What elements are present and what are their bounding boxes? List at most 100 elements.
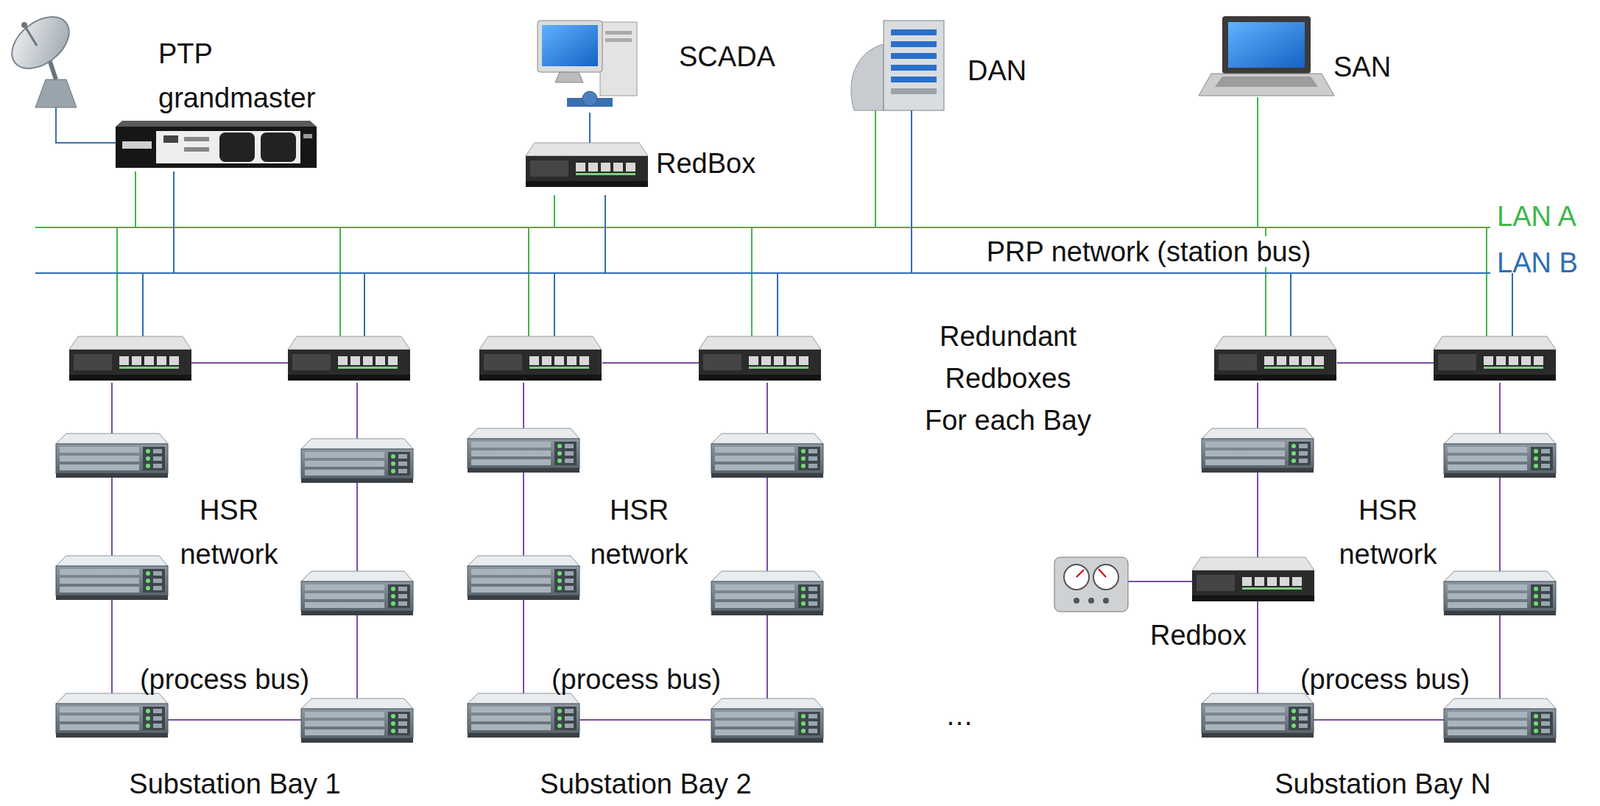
dan-server-part bbox=[890, 64, 937, 71]
network-label: LAN A bbox=[1496, 199, 1577, 234]
dan-server-part bbox=[890, 53, 937, 59]
meter-device-part bbox=[1076, 569, 1084, 578]
bay-ied-servers-part bbox=[301, 571, 414, 616]
network-label: Redundant Redboxes For each Bay bbox=[921, 315, 1095, 442]
network-label: PRP network (station bus) bbox=[982, 236, 1316, 268]
hsr-ring-wires-part bbox=[1128, 580, 1193, 583]
bay-ied-servers-part bbox=[711, 433, 824, 478]
meter-device-part bbox=[1093, 564, 1119, 590]
network-label: (process bus) bbox=[551, 662, 721, 697]
bay-ied-servers-part bbox=[711, 698, 824, 743]
scada-workstation-part bbox=[605, 38, 632, 42]
lan-b-bus bbox=[35, 107, 1513, 344]
device-label: SAN bbox=[1333, 50, 1391, 84]
bay-ied-servers-part bbox=[467, 555, 580, 601]
lan-b-bus-part bbox=[363, 273, 366, 344]
san-laptop-part bbox=[1198, 73, 1335, 96]
dan-server bbox=[851, 20, 944, 111]
scada-workstation-part bbox=[600, 22, 637, 96]
meter-device-part bbox=[1063, 564, 1090, 590]
device-label: RedBox bbox=[656, 146, 756, 181]
san-laptop-part bbox=[1214, 76, 1318, 87]
bay-ied-servers-part bbox=[55, 555, 168, 601]
lan-b-bus-part bbox=[553, 273, 556, 344]
lan-b-bus-part bbox=[776, 273, 779, 344]
dan-server-part bbox=[890, 29, 937, 36]
lan-a-bus-part bbox=[339, 227, 341, 344]
grandmaster-rack-part bbox=[184, 147, 210, 152]
bay-ied-servers-part bbox=[301, 698, 414, 743]
network-label: Substation Bay N bbox=[1274, 767, 1492, 801]
lan-a-bus-part bbox=[553, 195, 556, 228]
network-switches-part bbox=[1433, 336, 1556, 381]
scada-workstation-part bbox=[605, 30, 632, 35]
grandmaster-rack-part bbox=[184, 136, 210, 142]
bay-ied-servers-part bbox=[1201, 428, 1314, 473]
device-label: SCADA bbox=[678, 39, 776, 74]
network-label: HSR network bbox=[572, 488, 706, 577]
network-switches bbox=[69, 142, 1556, 602]
device-node: RedBox bbox=[525, 142, 760, 199]
meter-device-part bbox=[1054, 557, 1129, 612]
network-switches-part bbox=[1214, 336, 1337, 381]
lan-a-bus-part bbox=[116, 227, 118, 344]
device-label: PTP grandmaster bbox=[158, 31, 343, 121]
network-switches-part bbox=[287, 336, 411, 381]
lan-a-bus-part bbox=[751, 227, 753, 344]
san-laptop-part bbox=[1222, 16, 1311, 74]
gps-dish bbox=[2, 6, 79, 108]
scada-workstation-part bbox=[537, 20, 603, 73]
bay-ied-servers-part bbox=[1443, 571, 1556, 616]
meter-device-part bbox=[1073, 597, 1080, 604]
dan-server-part bbox=[851, 44, 884, 111]
network-label: HSR network bbox=[162, 488, 296, 577]
lan-b-bus-part bbox=[910, 108, 913, 274]
lan-a-bus-part bbox=[874, 101, 877, 228]
gps-dish-part bbox=[21, 22, 28, 28]
network-label: (process bus) bbox=[139, 662, 310, 697]
gps-dish-part bbox=[2, 6, 79, 79]
lan-b-bus-part bbox=[55, 107, 116, 143]
lan-a-bus-part bbox=[1485, 227, 1488, 344]
network-label: HSR network bbox=[1321, 488, 1455, 577]
network-switches-part bbox=[479, 336, 602, 381]
bay-ied-servers-part bbox=[55, 693, 168, 738]
hsr-ring-wires-part bbox=[111, 382, 113, 717]
dan-server-part bbox=[890, 41, 937, 48]
lan-b-bus-part bbox=[1511, 273, 1514, 344]
lan-b-bus-part bbox=[142, 273, 144, 344]
grandmaster-rack-part bbox=[219, 132, 255, 162]
network-link bbox=[589, 112, 591, 143]
bay-ied-servers-part bbox=[467, 693, 580, 738]
network-switches-part bbox=[1192, 557, 1315, 602]
hsr-ring-wires-part bbox=[190, 362, 288, 364]
scada-workstation-part bbox=[555, 72, 584, 83]
device-label: Redbox bbox=[1150, 618, 1247, 653]
lan-a-bus-part bbox=[1256, 97, 1259, 228]
dan-server-part bbox=[883, 20, 944, 111]
bay-ied-servers-part bbox=[1443, 433, 1556, 478]
network-switches-part bbox=[698, 336, 821, 381]
meter-device bbox=[1054, 557, 1129, 612]
lan-a-bus-part bbox=[134, 171, 137, 228]
gps-dish-part bbox=[25, 26, 37, 46]
hsr-ring-wires-part bbox=[602, 362, 699, 364]
grandmaster-rack-part bbox=[122, 141, 152, 149]
network-label: Substation Bay 2 bbox=[539, 767, 752, 801]
device-node: SCADA bbox=[536, 18, 787, 113]
device-node: PTP grandmaster bbox=[10, 10, 350, 173]
san-laptop-part bbox=[1228, 22, 1305, 68]
lan-b-bus-part bbox=[35, 272, 1491, 274]
dan-server-part bbox=[890, 88, 937, 95]
device-node: Redbox bbox=[1148, 553, 1318, 656]
network-switches-part bbox=[69, 336, 192, 381]
network-label: … bbox=[945, 699, 974, 732]
lan-a-bus bbox=[35, 97, 1491, 344]
grandmaster-rack bbox=[115, 120, 317, 168]
lan-a-bus-part bbox=[527, 227, 530, 344]
network-switches-part bbox=[525, 142, 648, 188]
scada-workstation-part bbox=[582, 91, 598, 107]
bay-ied-servers-part bbox=[55, 433, 168, 478]
san-laptop bbox=[1198, 16, 1335, 96]
